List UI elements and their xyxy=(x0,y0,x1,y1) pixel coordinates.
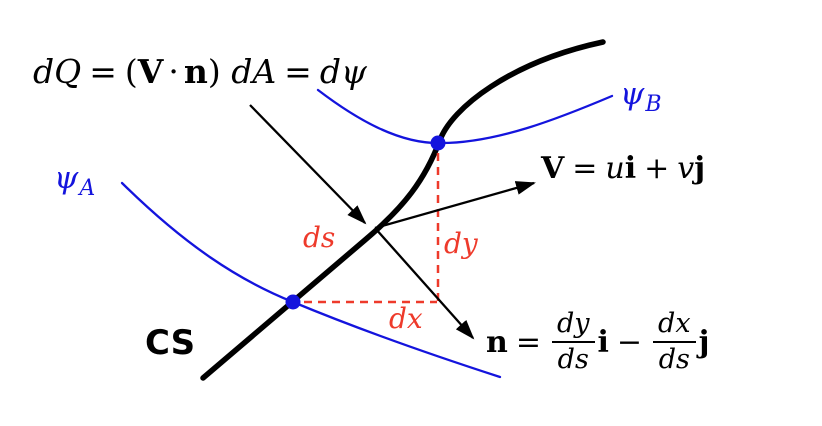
normal-frac1-denominator: ds xyxy=(557,344,589,375)
normal-frac2-denominator: ds xyxy=(658,344,690,375)
flux-dpsi: dψ xyxy=(319,52,367,91)
streamline-psi-b-curve xyxy=(316,88,614,145)
normal-n-symbol: n xyxy=(486,324,508,360)
flux-annotation-arrow xyxy=(249,104,367,225)
dy-label: dy xyxy=(444,227,478,260)
flux-dot-operator: · xyxy=(168,52,179,91)
normal-j-symbol: j xyxy=(698,324,710,360)
velocity-plus: + xyxy=(644,151,670,186)
flux-V-symbol: V xyxy=(137,52,164,91)
velocity-u: u xyxy=(605,151,625,186)
velocity-v: v xyxy=(677,151,695,186)
flux-lparen: ( xyxy=(124,52,138,91)
intersection-dot-psi-a xyxy=(285,294,301,310)
psi-b-subscript: B xyxy=(645,92,662,117)
velocity-equation: V=ui+vj xyxy=(541,151,705,186)
ds-label: ds xyxy=(303,221,336,254)
normal-i-symbol: i xyxy=(597,324,609,360)
dx-label: dx xyxy=(389,302,423,335)
velocity-i-symbol: i xyxy=(624,151,637,186)
streamline-psi-a-label: ψA xyxy=(54,160,95,201)
flux-equals-2: = xyxy=(284,52,312,91)
normal-minus: − xyxy=(616,324,643,360)
streamline-psi-b-label: ψB xyxy=(620,76,661,117)
intersection-dot-psi-b xyxy=(430,135,446,151)
psi-a-subscript: A xyxy=(79,176,96,201)
flux-dQ: dQ xyxy=(33,52,82,91)
velocity-vector-arrow xyxy=(374,181,536,230)
normal-frac1-numerator: dy xyxy=(551,308,595,343)
normal-vector-arrow xyxy=(374,227,475,340)
flux-n-symbol: n xyxy=(183,52,208,91)
normal-frac2-numerator: dx xyxy=(653,308,696,343)
normal-equals: = xyxy=(515,324,541,360)
velocity-V-symbol: V xyxy=(541,151,565,186)
psi-a-symbol: ψ xyxy=(54,160,79,196)
psi-b-symbol: ψ xyxy=(620,76,645,112)
velocity-j-symbol: j xyxy=(694,151,706,186)
control-surface-curve xyxy=(200,39,606,381)
velocity-equals: = xyxy=(572,151,598,186)
flux-rparen: ) xyxy=(207,52,221,91)
flux-equation: dQ=(V·n) dA=dψ xyxy=(33,52,367,91)
flux-dA: dA xyxy=(231,52,277,91)
flux-equals-1: = xyxy=(89,52,117,91)
control-surface-label: CS xyxy=(145,323,196,363)
